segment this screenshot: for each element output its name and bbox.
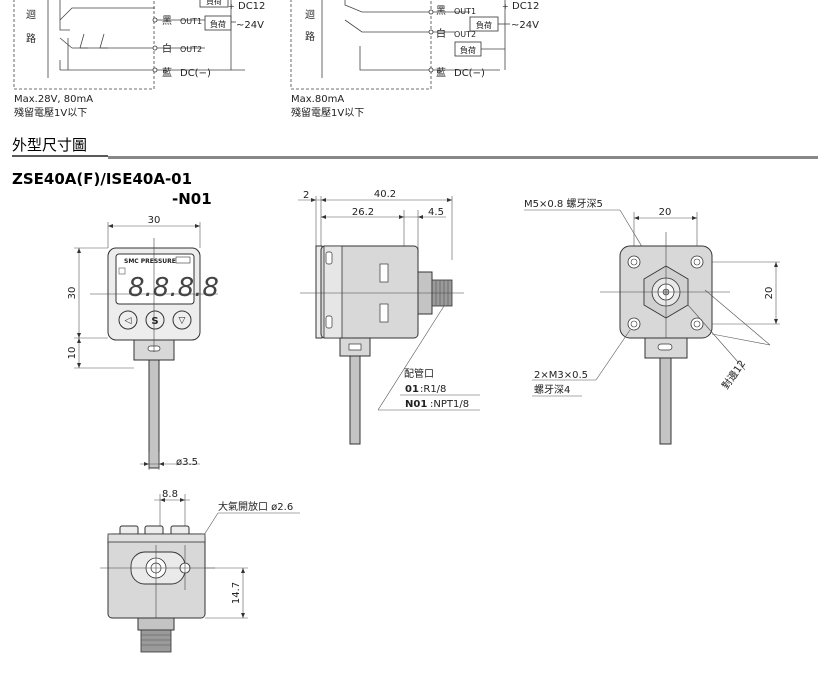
circuit-right-dc12: DC12 [512, 1, 539, 12]
circuit-right: 迴 路 黑 OUT1 + DC12 負荷 ~24V 白 OUT2 負荷 藍 DC… [290, 0, 539, 119]
front-height-dim: 30 [67, 287, 78, 300]
svg-text:負荷: 負荷 [476, 20, 492, 30]
circuit-left-max: Max.28V, 80mA [14, 94, 93, 105]
circuit-right-char2: 路 [305, 30, 315, 43]
front-brand: SMC PRESSURE [124, 258, 176, 265]
svg-text:負荷: 負荷 [460, 45, 476, 55]
svg-text:負荷: 負荷 [210, 19, 226, 29]
circuit-left-char1: 迴 [26, 8, 36, 21]
side-piping-01-val: :R1/8 [420, 384, 446, 395]
svg-text:S: S [151, 316, 158, 327]
front-button-right [172, 310, 192, 330]
back-dim-20-v: 20 [764, 287, 775, 300]
circuit-left-black: 黑 [162, 15, 172, 27]
front-button-left [118, 310, 138, 330]
bottom-vent-label: 大氣開放口 ø2.6 [218, 500, 293, 513]
side-cable [349, 355, 361, 445]
circuit-left: 迴 路 負荷 + DC12 黑 OUT1 負荷 ~24V 白 OUT2 藍 DC… [13, 0, 265, 119]
svg-text:◁: ◁ [125, 316, 132, 326]
side-view: 2 40.2 26.2 4.5 配管口 01 :R1/8 N01 :NPT1/8 [298, 189, 480, 445]
circuit-right-char1: 迴 [305, 8, 315, 21]
bottom-dim-147: 14.7 [231, 582, 242, 604]
circuit-left-white: 白 [162, 42, 172, 55]
circuit-right-max: Max.80mA [291, 94, 344, 105]
circuit-right-24v: ~24V [511, 20, 539, 31]
front-width-dim: 30 [148, 215, 161, 226]
side-dim-port: 4.5 [428, 207, 444, 218]
front-button-mid [145, 310, 165, 330]
circuit-left-24v: ~24V [236, 20, 264, 31]
circuit-left-load-top [199, 0, 229, 8]
side-dim-body: 26.2 [352, 207, 374, 218]
back-diagonal: 對邊12 [719, 357, 748, 391]
circuit-left-out2: OUT2 [180, 45, 202, 54]
circuit-right-box [290, 0, 432, 90]
back-screw-label: 2×M3×0.5 [534, 370, 588, 381]
circuit-left-dcminus: DC(−) [180, 68, 211, 79]
circuit-left-char2: 路 [26, 32, 36, 45]
side-piping-01: 01 [405, 384, 419, 395]
svg-text:負荷: 負荷 [206, 0, 222, 6]
side-dim-total: 40.2 [374, 189, 396, 200]
front-cable [148, 359, 160, 469]
circuit-right-out1: OUT1 [454, 7, 476, 16]
circuit-left-residual: 殘留電壓1V以下 [14, 106, 87, 119]
circuit-right-dcminus: DC(−) [454, 68, 485, 79]
front-digits: 8.8.8.8 [128, 273, 219, 303]
side-piping-n01-val: :NPT1/8 [430, 399, 469, 410]
back-screw-depth: 螺牙深4 [534, 384, 570, 396]
front-lower-dim: 10 [67, 347, 78, 360]
section-rule [108, 156, 818, 159]
model-line1: ZSE40A(F)/ISE40A-01 [12, 170, 192, 188]
side-piping-label: 配管口 [404, 367, 434, 380]
circuit-right-black: 黑 [436, 5, 446, 17]
front-lcd [115, 253, 195, 305]
circuit-right-out2: OUT2 [454, 30, 476, 39]
circuit-right-white: 白 [436, 27, 446, 40]
bottom-port-thread [140, 629, 172, 653]
back-dim-20-h: 20 [659, 207, 672, 218]
bottom-dim-88: 8.8 [162, 489, 178, 500]
side-dim-2: 2 [303, 190, 309, 201]
back-cable [659, 357, 672, 445]
svg-text:▽: ▽ [179, 316, 186, 326]
model-line2: -N01 [172, 190, 212, 208]
circuit-left-out1: OUT1 [180, 17, 202, 26]
back-view: M5×0.8 螺牙深5 20 20 對邊 [524, 198, 780, 445]
circuit-left-dc12: DC12 [238, 1, 265, 12]
circuit-left-blue: 藍 [162, 66, 172, 79]
circuit-left-box [13, 0, 155, 90]
circuit-right-blue: 藍 [436, 66, 446, 79]
bottom-view: 8.8 大氣開放口 ø2.6 14.7 [100, 489, 300, 653]
side-piping-n01: N01 [405, 399, 427, 410]
front-cable-dim: ø3.5 [176, 457, 198, 468]
circuit-right-residual: 殘留電壓1V以下 [291, 106, 364, 119]
section-title: 外型尺寸圖 [12, 136, 87, 154]
front-view: 30 30 10 SMC PRESSURE 8.8.8.8 ◁ S ▽ [67, 215, 219, 470]
back-thread-label: M5×0.8 螺牙深5 [524, 198, 603, 210]
